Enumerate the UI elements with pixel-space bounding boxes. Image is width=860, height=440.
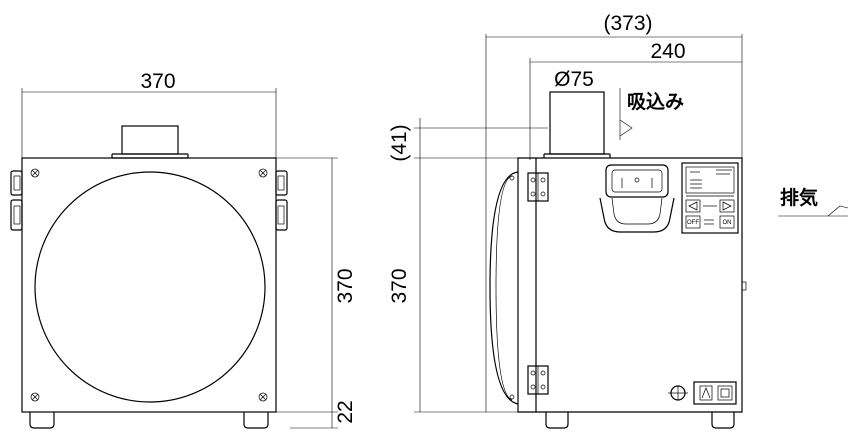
carry-handle	[599, 164, 675, 233]
duct-diameter-dim: Ø75	[554, 68, 594, 91]
front-foot-left	[29, 412, 55, 429]
side-duct	[549, 91, 605, 155]
up-button	[719, 199, 735, 213]
front-height-dim: 370	[334, 268, 357, 303]
side-view: (373) 240 Ø75 吸込み (41) 370	[388, 12, 849, 429]
front-width-dim: 370	[140, 70, 175, 93]
front-duct	[121, 125, 179, 155]
side-height-dim: 370	[388, 268, 411, 303]
front-latch-left	[10, 170, 23, 231]
hinge-bottom	[527, 365, 549, 395]
side-overall-depth-dim: (373)	[603, 12, 652, 35]
control-panel-frame	[681, 162, 739, 234]
off-button	[685, 215, 701, 229]
front-view: 370	[10, 70, 357, 429]
side-foot-right	[711, 412, 735, 429]
front-latch-right	[275, 170, 288, 231]
hinge-top	[527, 172, 549, 202]
front-foot-right	[243, 412, 269, 429]
front-screws	[30, 168, 268, 402]
power-inlet	[693, 381, 737, 405]
foot-height-dim: 22	[334, 400, 357, 423]
side-foot-left	[545, 412, 569, 429]
side-depth-dim: 240	[650, 40, 685, 63]
side-grille-bulge	[489, 171, 519, 405]
front-fan-grille	[34, 171, 266, 403]
on-button	[719, 215, 735, 229]
ground-symbol-icon	[668, 385, 688, 401]
intake-label: 吸込み	[627, 91, 684, 113]
control-panel: OFF ON	[681, 162, 739, 234]
on-button-label: ON	[723, 220, 732, 226]
exhaust-label: 排気	[780, 186, 818, 209]
front-body	[21, 157, 277, 413]
down-button	[685, 199, 701, 213]
duct-height-dim: (41)	[388, 124, 411, 161]
off-button-label: OFF	[687, 220, 699, 226]
